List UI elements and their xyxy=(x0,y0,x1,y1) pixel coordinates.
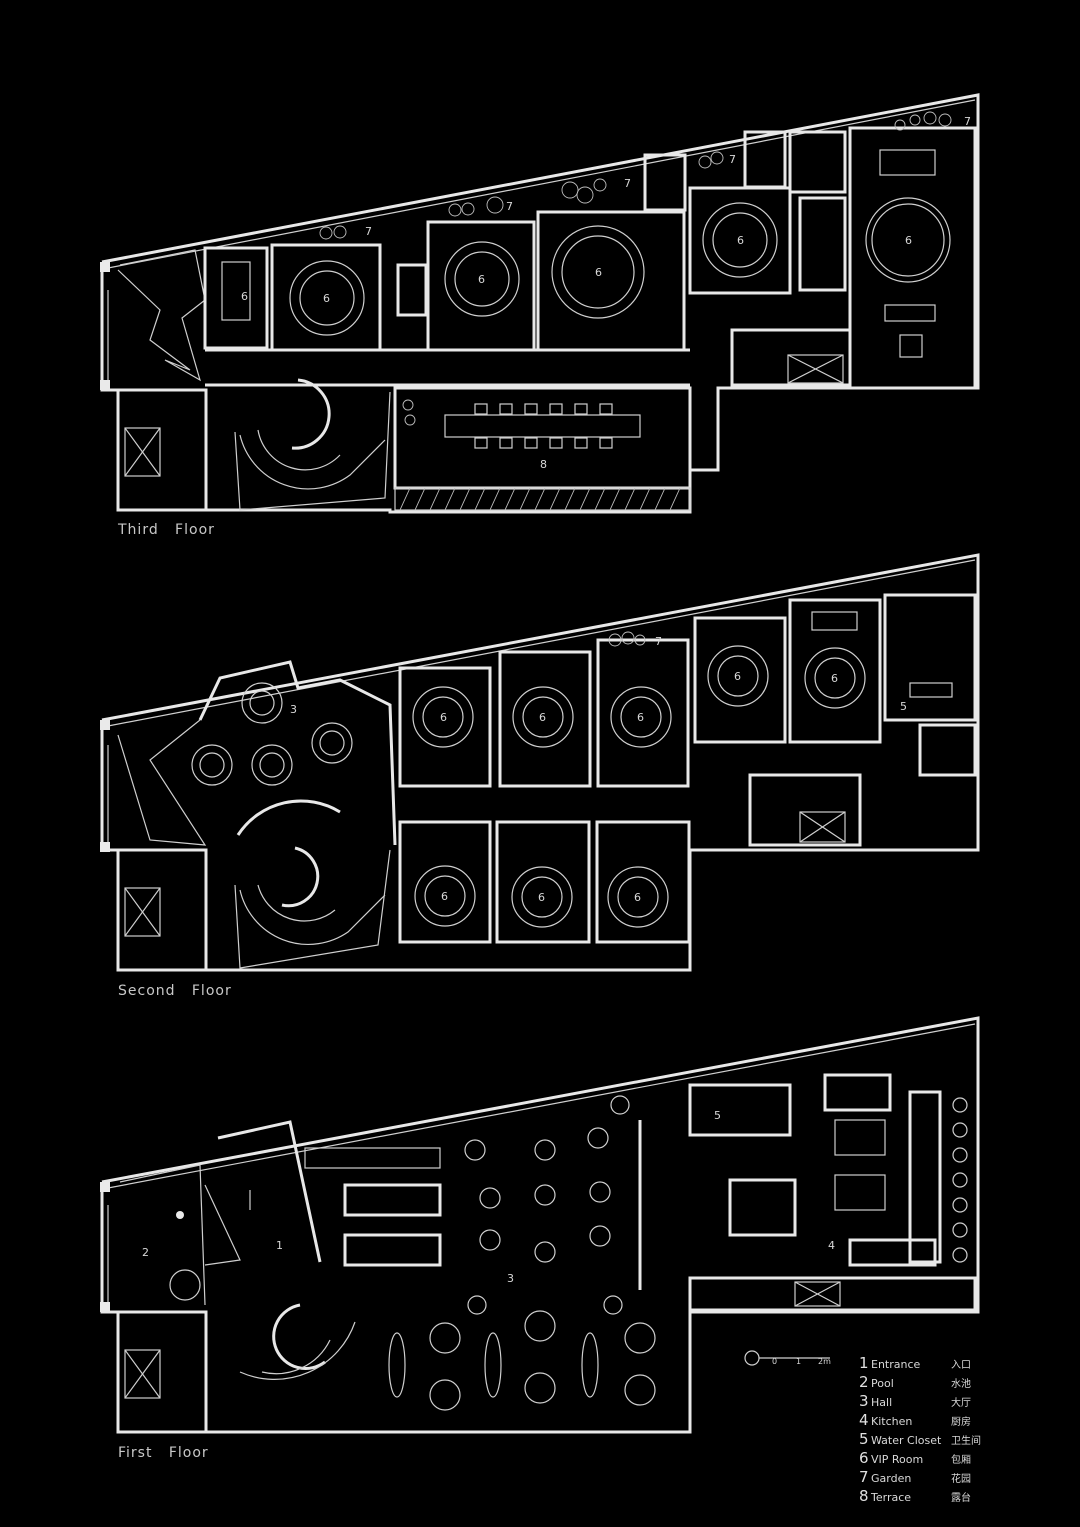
third-floor-folded-wall xyxy=(117,269,206,382)
legend-number: 8 xyxy=(859,1487,869,1505)
vip-room-3a xyxy=(203,246,269,350)
legend-label-en: Garden xyxy=(871,1472,911,1485)
second-room-num: 6 xyxy=(441,890,448,903)
scale-bar: 0 1 2m xyxy=(744,1350,831,1366)
second-floor-label: Second Floor xyxy=(118,983,232,999)
second-room-num: 6 xyxy=(634,891,641,904)
round-table xyxy=(865,197,951,283)
third-room-num: 7 xyxy=(365,225,372,238)
second-floor-folded-wall xyxy=(117,719,207,846)
third-floor-plan: 6 6 6 6 6 6 7 7 7 7 7 8 Third Floor xyxy=(100,93,980,538)
second-room-num: 6 xyxy=(440,711,447,724)
legend-label-cn: 露台 xyxy=(951,1491,971,1504)
third-room-num: 7 xyxy=(729,153,736,166)
third-room-num: 6 xyxy=(241,290,248,303)
second-room-num: 7 xyxy=(655,635,662,648)
round-table xyxy=(259,752,285,778)
legend-label-cn: 卫生间 xyxy=(951,1434,981,1447)
scale-tick: 0 xyxy=(772,1357,777,1366)
second-room-num: 6 xyxy=(637,711,644,724)
third-floor-facade-line xyxy=(107,99,976,269)
first-floor-plan: 1 2 3 4 5 First Floor xyxy=(100,1016,980,1461)
round-table xyxy=(299,270,355,326)
legend-label-cn: 包厢 xyxy=(951,1453,971,1466)
legend-label-cn: 花园 xyxy=(951,1472,971,1485)
scale-tick: 2m xyxy=(818,1357,831,1366)
third-room-num: 8 xyxy=(540,458,547,471)
first-room-num: 1 xyxy=(276,1239,283,1252)
third-room-num: 6 xyxy=(595,266,602,279)
third-room-num: 7 xyxy=(964,115,971,128)
third-floor-spiral-stair xyxy=(291,378,331,450)
legend-number: 5 xyxy=(859,1430,869,1448)
first-room-num: 4 xyxy=(828,1239,835,1252)
vip-room-3f xyxy=(848,126,977,390)
legend-number: 2 xyxy=(859,1373,869,1391)
legend-label-en: Kitchen xyxy=(871,1415,912,1428)
legend-label-en: Terrace xyxy=(870,1491,911,1504)
third-room-num: 6 xyxy=(478,273,485,286)
second-floor-plan: 3 6 6 6 6 6 6 6 6 7 5 Second Floor xyxy=(100,553,980,999)
first-floor-elevator xyxy=(124,1349,161,1399)
first-room-num: 2 xyxy=(142,1246,149,1259)
legend-number: 6 xyxy=(859,1449,869,1467)
second-floor-spiral-stair xyxy=(281,846,320,908)
vip-room-3e xyxy=(688,186,792,295)
legend-number: 3 xyxy=(859,1392,869,1410)
terrace-room xyxy=(393,386,692,490)
second-room-num: 6 xyxy=(734,670,741,683)
round-table xyxy=(454,251,510,307)
first-room-num: 3 xyxy=(507,1272,514,1285)
second-floor-elevator xyxy=(124,887,161,937)
first-floor-outer-wall xyxy=(100,1016,980,1434)
legend-label-cn: 水池 xyxy=(951,1377,971,1390)
second-room-num: 3 xyxy=(290,703,297,716)
legend-number: 7 xyxy=(859,1468,869,1486)
legend-label-cn: 大厅 xyxy=(951,1396,971,1409)
third-room-num: 7 xyxy=(624,177,631,190)
north-arrow-icon xyxy=(744,1350,760,1366)
legend-number: 1 xyxy=(859,1354,869,1372)
scale-tick: 1 xyxy=(796,1357,801,1366)
third-floor-label: Third Floor xyxy=(117,522,215,538)
legend-label-en: Entrance xyxy=(871,1358,921,1371)
legend-label-en: VIP Room xyxy=(871,1453,923,1466)
legend-label-cn: 厨房 xyxy=(951,1415,971,1428)
third-floor-elevator xyxy=(124,427,161,477)
legend-label-en: Hall xyxy=(871,1396,892,1409)
legend-label-en: Water Closet xyxy=(871,1434,942,1447)
hall-outline xyxy=(198,660,397,846)
third-floor-outer-wall xyxy=(100,93,980,514)
third-room-num: 6 xyxy=(905,234,912,247)
second-room-num: 6 xyxy=(831,672,838,685)
second-room-num: 6 xyxy=(539,711,546,724)
round-table xyxy=(199,752,225,778)
legend-label-cn: 入口 xyxy=(951,1360,971,1371)
third-room-num: 6 xyxy=(323,292,330,305)
terrace-long-table xyxy=(444,414,641,438)
second-floor-outer-wall xyxy=(100,553,980,972)
first-floor-spiral-stair xyxy=(272,1303,326,1370)
round-table xyxy=(319,730,345,756)
first-floor-label: First Floor xyxy=(118,1445,209,1461)
vip-room-3d xyxy=(536,210,686,352)
first-room-num: 5 xyxy=(714,1109,721,1122)
entrance-outline xyxy=(217,1120,322,1263)
round-table xyxy=(249,690,275,716)
second-room-num: 6 xyxy=(538,891,545,904)
legend-number: 4 xyxy=(859,1411,869,1429)
second-room-num: 5 xyxy=(900,700,907,713)
legend-label-en: Pool xyxy=(871,1377,894,1390)
third-room-num: 7 xyxy=(506,200,513,213)
third-room-num: 6 xyxy=(737,234,744,247)
round-table xyxy=(561,235,635,309)
round-table xyxy=(712,212,768,268)
